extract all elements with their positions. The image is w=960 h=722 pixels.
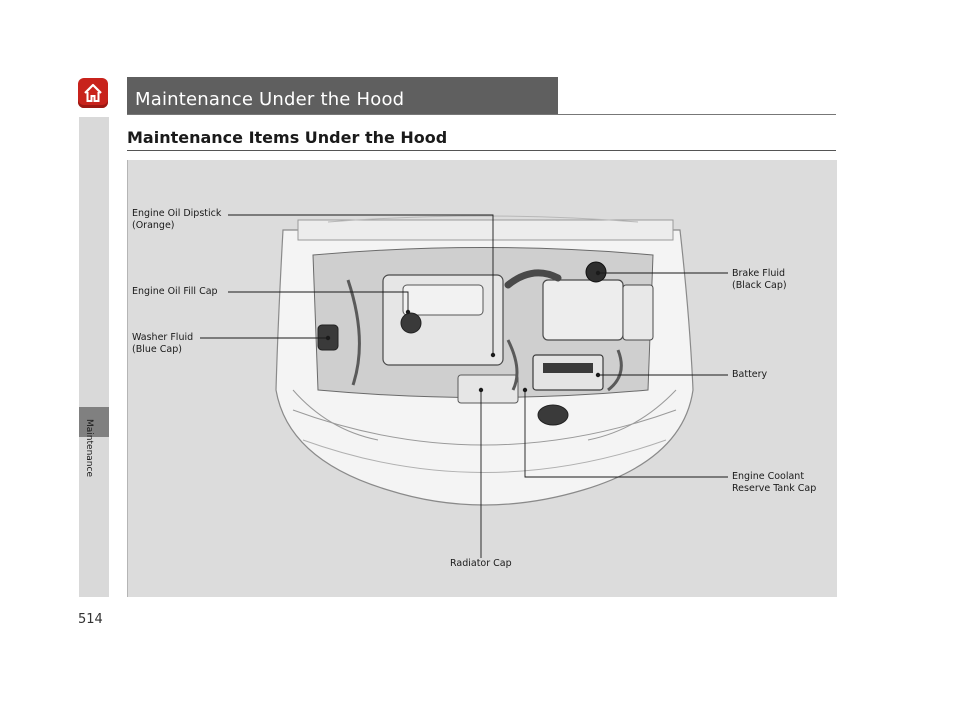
- callout-engine-oil-dipstick: Engine Oil Dipstick (Orange): [132, 208, 222, 231]
- title-divider: [127, 114, 836, 115]
- callout-battery: Battery: [732, 369, 768, 380]
- chapter-label-text: Maintenance: [84, 419, 94, 477]
- callout-engine-coolant: Engine Coolant Reserve Tank Cap: [732, 471, 817, 494]
- engine-bay-illustration: Engine Oil Dipstick (Orange) Engine Oil …: [127, 160, 837, 597]
- page-title: Maintenance Under the Hood: [135, 89, 405, 110]
- callout-washer-fluid: Washer Fluid (Blue Cap): [132, 332, 194, 355]
- home-button[interactable]: [78, 78, 108, 108]
- side-tab: [79, 437, 109, 597]
- section-divider: [127, 150, 836, 151]
- side-tab: [79, 117, 109, 407]
- chapter-title-bar: Maintenance Under the Hood: [127, 77, 558, 114]
- section-heading: Maintenance Items Under the Hood: [127, 128, 448, 147]
- callout-radiator-cap: Radiator Cap: [450, 558, 512, 569]
- chapter-label: Maintenance: [84, 419, 94, 482]
- home-icon: [84, 83, 102, 102]
- page-number: 514: [78, 612, 103, 627]
- side-tab-current[interactable]: [79, 407, 109, 437]
- callout-engine-oil-fill-cap: Engine Oil Fill Cap: [132, 286, 218, 297]
- callout-brake-fluid: Brake Fluid (Black Cap): [732, 268, 787, 291]
- engine-bay-drawing: [200, 214, 728, 558]
